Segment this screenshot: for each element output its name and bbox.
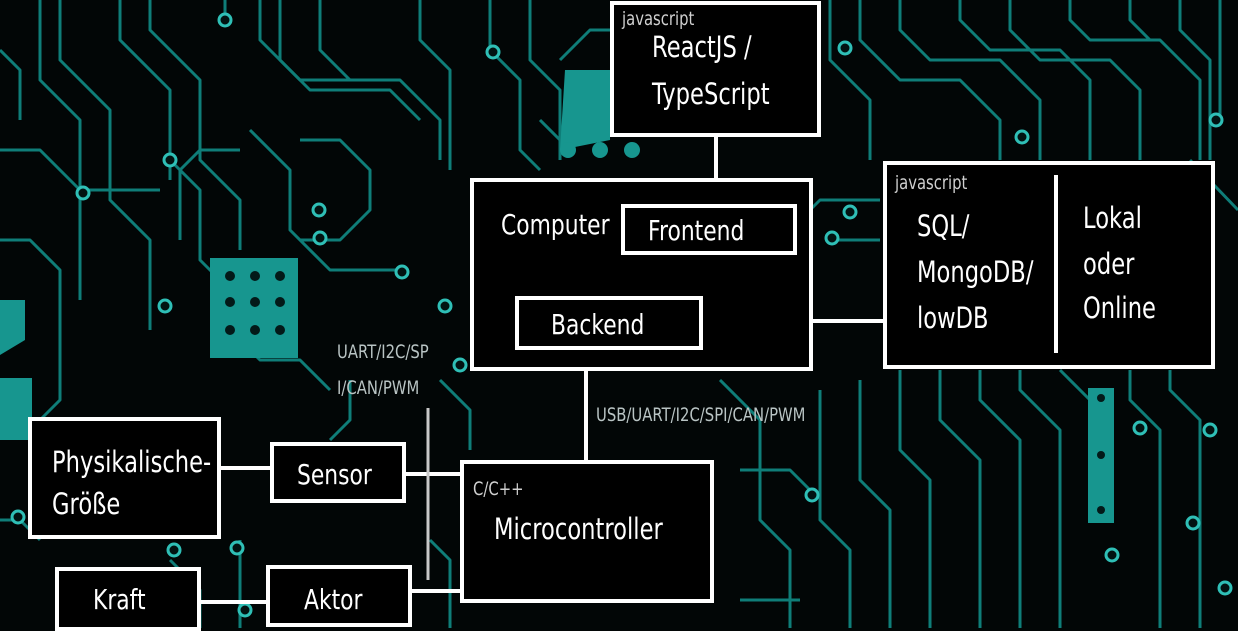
location-oder: oder xyxy=(1083,247,1135,281)
frontend-tech-line1: ReactJS / xyxy=(652,30,752,64)
sensor-bus-label-line1: UART/I2C/SP xyxy=(337,341,429,363)
database-line-lowdb: lowDB xyxy=(917,301,989,335)
frontend-box: Frontend xyxy=(621,204,797,255)
database-line-sql: SQL/ xyxy=(917,209,970,243)
microcontroller-tag: C/C++ xyxy=(473,478,524,500)
frontend-tech-line2: TypeScript xyxy=(652,77,770,111)
frontend-tech-tag: javascript xyxy=(622,8,695,30)
database-box: javascript SQL/ MongoDB/ lowDB Lokal ode… xyxy=(883,161,1215,369)
computer-mcu-link-label: USB/UART/I2C/SPI/CAN/PWM xyxy=(596,404,806,426)
backend-box: Backend xyxy=(515,296,703,350)
backend-label: Backend xyxy=(551,308,645,341)
actuator-label: Aktor xyxy=(304,583,363,616)
database-line-mongodb: MongoDB/ xyxy=(917,255,1034,289)
frontend-label: Frontend xyxy=(648,214,745,247)
location-online: Online xyxy=(1083,291,1156,325)
microcontroller-label: Microcontroller xyxy=(494,512,663,546)
physical-line2: Größe xyxy=(52,487,121,521)
force-label: Kraft xyxy=(93,583,146,616)
sensor-box: Sensor xyxy=(270,442,406,503)
computer-label: Computer xyxy=(501,208,610,241)
sensor-label: Sensor xyxy=(297,458,372,491)
database-tag: javascript xyxy=(895,172,968,194)
frontend-tech-box: javascript ReactJS / TypeScript xyxy=(610,1,821,137)
physical-quantity-box: Physikalische- Größe xyxy=(28,417,221,539)
database-divider xyxy=(1054,175,1058,353)
sensor-bus-label-line2: I/CAN/PWM xyxy=(337,377,420,399)
physical-line1: Physikalische- xyxy=(52,445,212,479)
microcontroller-box: C/C++ Microcontroller xyxy=(460,460,714,603)
force-box: Kraft xyxy=(55,567,201,631)
location-lokal: Lokal xyxy=(1083,201,1142,235)
actuator-box: Aktor xyxy=(266,565,412,627)
